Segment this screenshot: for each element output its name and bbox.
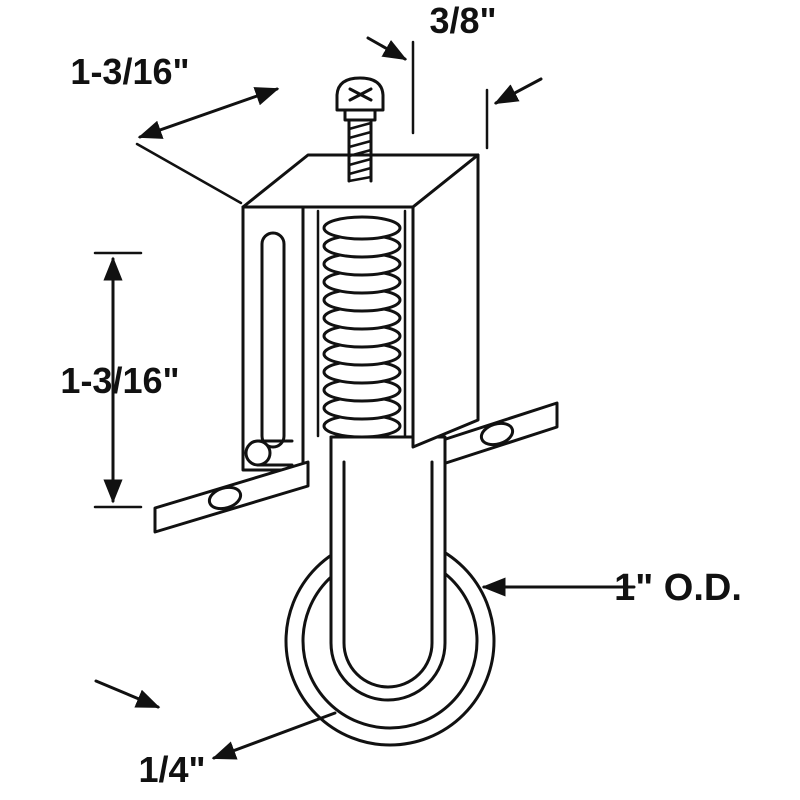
dim-bracket-height: 1-3/16" xyxy=(60,251,180,509)
phillips-cross-icon xyxy=(348,87,373,102)
dim-bracket-depth: 1-3/16" xyxy=(70,51,280,205)
dim-arrow xyxy=(211,711,337,760)
dim-arrow xyxy=(493,77,543,105)
axle-pin-end xyxy=(244,439,272,467)
adjustment-screw xyxy=(335,76,385,183)
dimensions: 3/8" 1-3/16" 1-3/16" 1" O.D. 1/4" xyxy=(60,0,741,790)
dim-arrow xyxy=(366,36,408,61)
dim-top-offset-label: 3/8" xyxy=(429,0,496,41)
wheel-yoke xyxy=(329,435,447,702)
spring-coil xyxy=(322,215,402,241)
dim-bracket-height-label: 1-3/16" xyxy=(60,360,179,401)
dim-wheel-width: 1/4" xyxy=(94,679,337,790)
spring xyxy=(322,215,402,439)
flange-hole-left xyxy=(207,485,243,511)
mounting-flange-left xyxy=(153,460,310,534)
dim-top-offset: 3/8" xyxy=(366,0,543,150)
yoke-inner-line xyxy=(342,460,434,689)
dim-bracket-depth-label: 1-3/16" xyxy=(70,51,189,92)
housing-right-face xyxy=(411,153,480,449)
dim-wheel-od: 1" O.D. xyxy=(481,567,742,609)
leader-line xyxy=(135,142,243,205)
flange-hole-right xyxy=(479,421,515,447)
dim-wheel-od-label: 1" O.D. xyxy=(614,567,742,609)
dim-arrow xyxy=(94,679,161,709)
yoke-outline xyxy=(329,435,447,702)
axle-pin xyxy=(244,439,294,467)
bracket-housing xyxy=(241,153,480,472)
dim-wheel-width-label: 1/4" xyxy=(138,749,205,790)
adjustment-slot xyxy=(260,231,286,449)
dim-arrow xyxy=(137,87,280,139)
